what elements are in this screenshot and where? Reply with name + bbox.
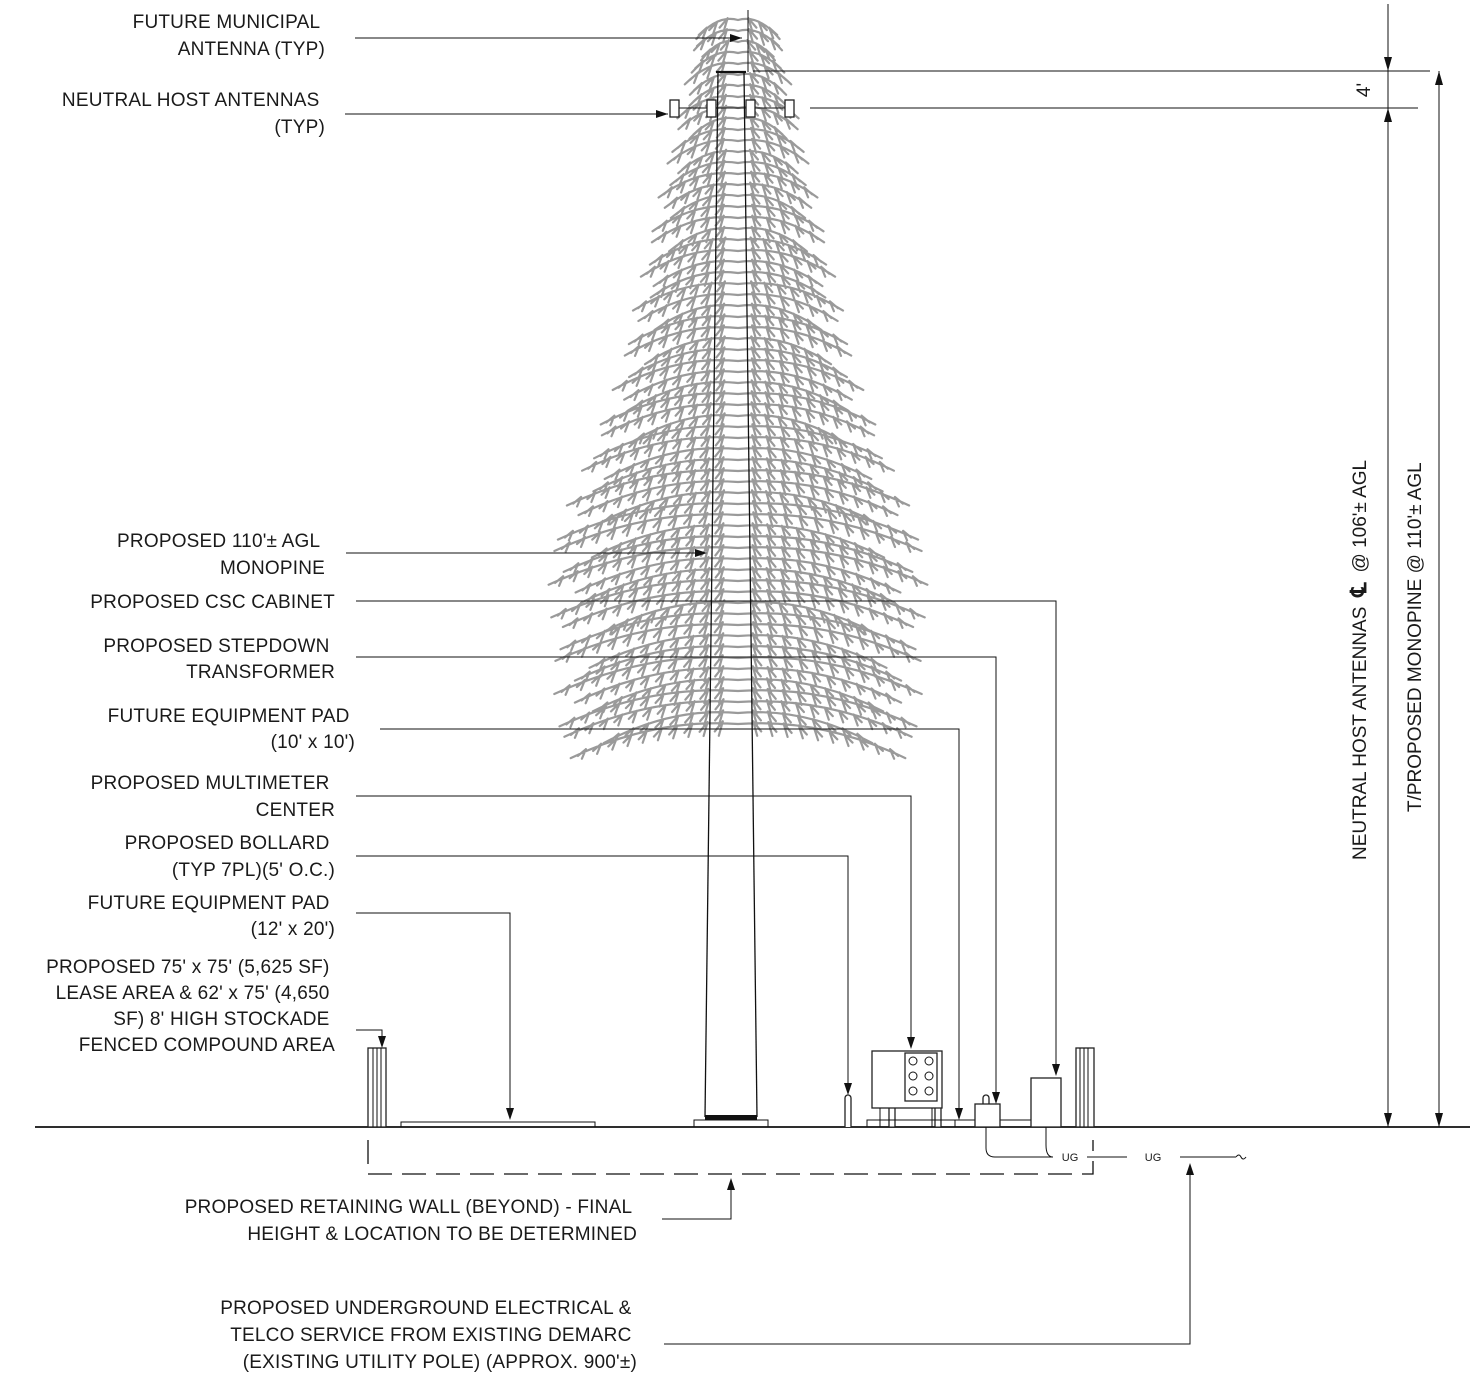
label-line: PROPOSED MULTIMETER [91, 773, 330, 794]
antenna-centerline-suffix: @ 106'± AGL [1350, 460, 1371, 573]
csc-cabinet [1030, 1077, 1062, 1128]
leader-lines [345, 37, 1191, 1345]
leader-arrowheads [378, 34, 1194, 1190]
dimension-lines [753, 4, 1443, 1127]
label-line: FUTURE EQUIPMENT PAD [108, 706, 350, 727]
label-line: ANTENNA (TYP) [178, 39, 325, 60]
monopine-top-dim: T/PROPOSED MONOPINE @ 110'± AGL [1405, 462, 1426, 812]
label-line: PROPOSED UNDERGROUND ELECTRICAL & [220, 1298, 631, 1319]
label-line: NEUTRAL HOST ANTENNAS [62, 90, 320, 111]
stepdown-transformer [974, 1103, 1001, 1128]
pine-branches [547, 17, 929, 760]
label-line: HEIGHT & LOCATION TO BE DETERMINED [247, 1224, 637, 1245]
label-line: (EXISTING UTILITY POLE) (APPROX. 900'±) [243, 1352, 637, 1373]
ug-tag: UG [1145, 1152, 1162, 1164]
label-line: (TYP) [274, 117, 325, 138]
label-line: LEASE AREA & 62' x 75' (4,650 [56, 983, 330, 1004]
label-line: PROPOSED CSC CABINET [90, 592, 335, 613]
fence-left [367, 1047, 387, 1128]
lease-area-label: PROPOSED 75' x 75' (5,625 SF) LEASE AREA… [46, 957, 335, 1056]
multimeter-center-label: PROPOSED MULTIMETER CENTER [91, 773, 335, 821]
monopine-foliage [547, 17, 929, 760]
csc-cabinet-label: PROPOSED CSC CABINET [90, 592, 335, 613]
future-equipment-pad-12x20 [400, 1121, 596, 1128]
neutral-host-antennas-label: NEUTRAL HOST ANTENNAS (TYP) [62, 90, 325, 138]
antenna-centerline-dim: NEUTRAL HOST ANTENNAS ℄ @ 106'± AGL [1346, 460, 1371, 860]
ug-tag: UG [1062, 1152, 1079, 1164]
label-line: PROPOSED BOLLARD [125, 833, 330, 854]
multimeter-center [866, 1050, 978, 1128]
future-equipment-pad-10x10-label: FUTURE EQUIPMENT PAD (10' x 10') [108, 706, 355, 753]
antenna-panel [745, 99, 756, 118]
label-line: (TYP 7PL)(5' O.C.) [172, 860, 335, 881]
retaining-wall [367, 1140, 1094, 1175]
label-line: FUTURE EQUIPMENT PAD [88, 893, 330, 914]
label-line: PROPOSED 110'± AGL [117, 531, 319, 552]
future-municipal-antenna-label: FUTURE MUNICIPAL ANTENNA (TYP) [133, 12, 325, 60]
label-line: TELCO SERVICE FROM EXISTING DEMARC [230, 1325, 631, 1346]
antenna-centerline-prefix: NEUTRAL HOST ANTENNAS [1350, 607, 1371, 860]
antenna-spacing-dim: 4' [1354, 83, 1375, 97]
label-line: SF) 8' HIGH STOCKADE [113, 1009, 329, 1030]
stepdown-transformer-label: PROPOSED STEPDOWN TRANSFORMER [103, 636, 335, 683]
label-line: PROPOSED 75' x 75' (5,625 SF) [46, 957, 329, 978]
label-line: PROPOSED STEPDOWN [103, 636, 329, 657]
label-line: PROPOSED RETAINING WALL (BEYOND) - FINAL [185, 1197, 632, 1218]
proposed-monopine-label: PROPOSED 110'± AGL MONOPINE [117, 531, 325, 579]
label-line: FENCED COMPOUND AREA [79, 1035, 335, 1056]
neutral-host-antenna-array [669, 99, 795, 118]
antenna-panel [669, 99, 680, 118]
retaining-wall-label: PROPOSED RETAINING WALL (BEYOND) - FINAL… [185, 1197, 637, 1245]
underground-service-label: PROPOSED UNDERGROUND ELECTRICAL & TELCO … [220, 1298, 637, 1373]
underground-conduit [985, 1127, 1247, 1160]
label-line: TRANSFORMER [186, 662, 335, 683]
bollard-label: PROPOSED BOLLARD (TYP 7PL)(5' O.C.) [125, 833, 335, 881]
antenna-panel [784, 99, 795, 118]
label-line: (10' x 10') [271, 732, 355, 753]
centerline-symbol: ℄ [1346, 582, 1371, 598]
future-equipment-pad-12x20-label: FUTURE EQUIPMENT PAD (12' x 20') [88, 893, 335, 940]
monopole-foundation [693, 1119, 769, 1128]
fence-right [1075, 1047, 1095, 1128]
antenna-panel [706, 99, 717, 118]
label-line: (12' x 20') [251, 919, 335, 940]
label-line: CENTER [256, 800, 335, 821]
label-line: FUTURE MUNICIPAL [133, 12, 320, 33]
monopole-base-plate [705, 1115, 757, 1120]
label-line: MONOPINE [220, 558, 325, 579]
